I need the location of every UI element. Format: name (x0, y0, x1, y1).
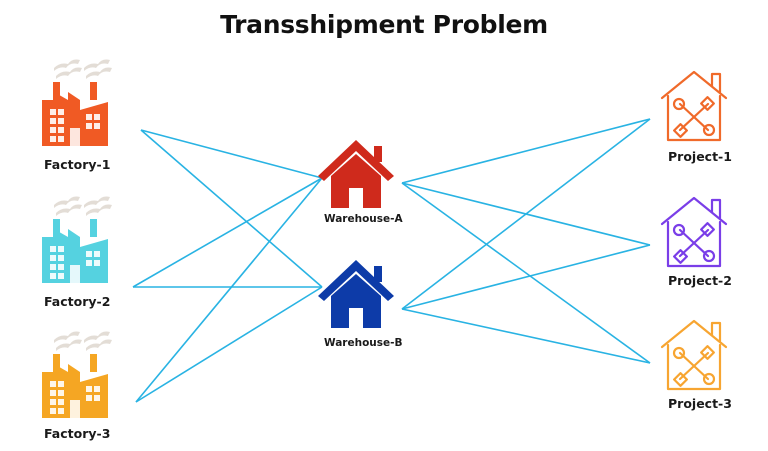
warehouse-b-icon (318, 260, 394, 328)
edge-f3-wa (135, 177, 323, 403)
project-3-icon (660, 319, 728, 391)
project-3-label: Project-3 (668, 396, 732, 411)
edge-f2-wa (132, 177, 323, 288)
edge-wa-p1 (401, 118, 651, 184)
warehouse-a-icon (318, 140, 394, 208)
node-icons (42, 59, 728, 418)
edge-wb-p2 (401, 244, 651, 310)
diagram-title: Transshipment Problem (220, 10, 548, 39)
factory-1-label: Factory-1 (44, 157, 111, 172)
edge-f1-wb (140, 129, 323, 288)
edge-wa-p3 (401, 182, 651, 364)
warehouse-a-label: Warehouse-A (324, 213, 403, 225)
project-1-icon (660, 70, 728, 142)
project-2-icon (660, 196, 728, 268)
warehouse-b-label: Warehouse-B (324, 337, 403, 349)
factory-2-label: Factory-2 (44, 294, 111, 309)
factory-1-icon (42, 59, 112, 146)
factory-2-icon (42, 196, 112, 283)
edge-wb-p1 (401, 118, 651, 310)
edge-f3-wb (135, 286, 323, 403)
edge-f1-wa (140, 129, 323, 179)
project-1-label: Project-1 (668, 149, 732, 164)
factory-3-label: Factory-3 (44, 426, 111, 441)
factory-3-icon (42, 331, 112, 418)
connection-lines (132, 118, 651, 403)
edge-wb-p3 (401, 308, 651, 364)
project-2-label: Project-2 (668, 273, 732, 288)
